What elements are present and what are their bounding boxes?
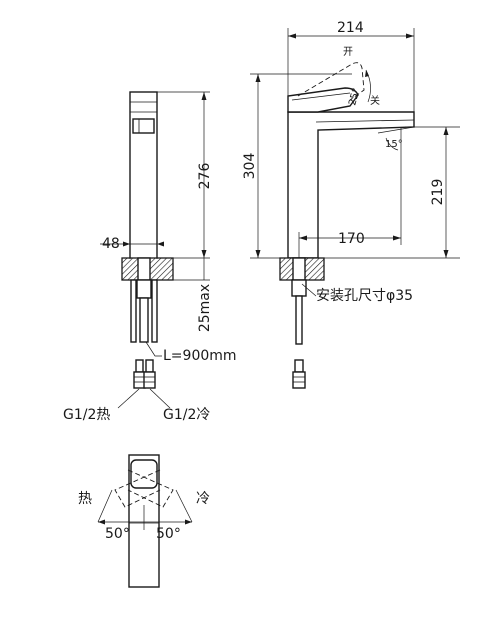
dim-304: 304	[242, 153, 258, 180]
front-hose-right	[151, 279, 158, 343]
dim-276: 276	[197, 163, 213, 190]
front-lever	[132, 118, 155, 134]
dim-170: 170	[338, 231, 365, 247]
dim-cold-angle: 50°	[156, 526, 181, 542]
label-cold: 冷	[196, 491, 210, 507]
front-view: 276 25max 48 L=900mm G1/2热 G1/2冷	[63, 91, 237, 423]
dim-spout-angle: 15°	[385, 139, 403, 150]
top-view: 热 冷 50° 50°	[78, 454, 210, 588]
dim-hose-length: L=900mm	[163, 348, 237, 364]
label-mounting-hole: 安装孔尺寸φ35	[316, 288, 413, 304]
label-close: 关	[370, 94, 380, 107]
dim-219: 219	[430, 179, 446, 206]
front-connector-right	[145, 359, 154, 373]
top-lever-hot	[114, 469, 161, 508]
front-body	[129, 91, 158, 260]
label-cold-thread: G1/2冷	[163, 407, 210, 423]
dim-hot-angle: 50°	[105, 526, 130, 542]
label-hot: 热	[78, 491, 92, 507]
label-open: 开	[343, 47, 353, 58]
side-connector	[294, 359, 304, 373]
front-stud	[136, 279, 152, 299]
top-lever-cold	[127, 469, 174, 508]
side-view: 214 304 219 170 15° 开 关 25° 安装孔尺寸φ35	[242, 20, 460, 389]
dim-214: 214	[337, 20, 364, 36]
front-hose-left	[130, 279, 137, 343]
front-connector-left	[135, 359, 144, 373]
label-hot-thread: G1/2热	[63, 407, 110, 423]
dim-48: 48	[102, 236, 120, 252]
dim-25max: 25max	[197, 284, 213, 332]
dim-handle-angle: 25°	[347, 87, 362, 107]
side-handle-open	[297, 62, 365, 101]
